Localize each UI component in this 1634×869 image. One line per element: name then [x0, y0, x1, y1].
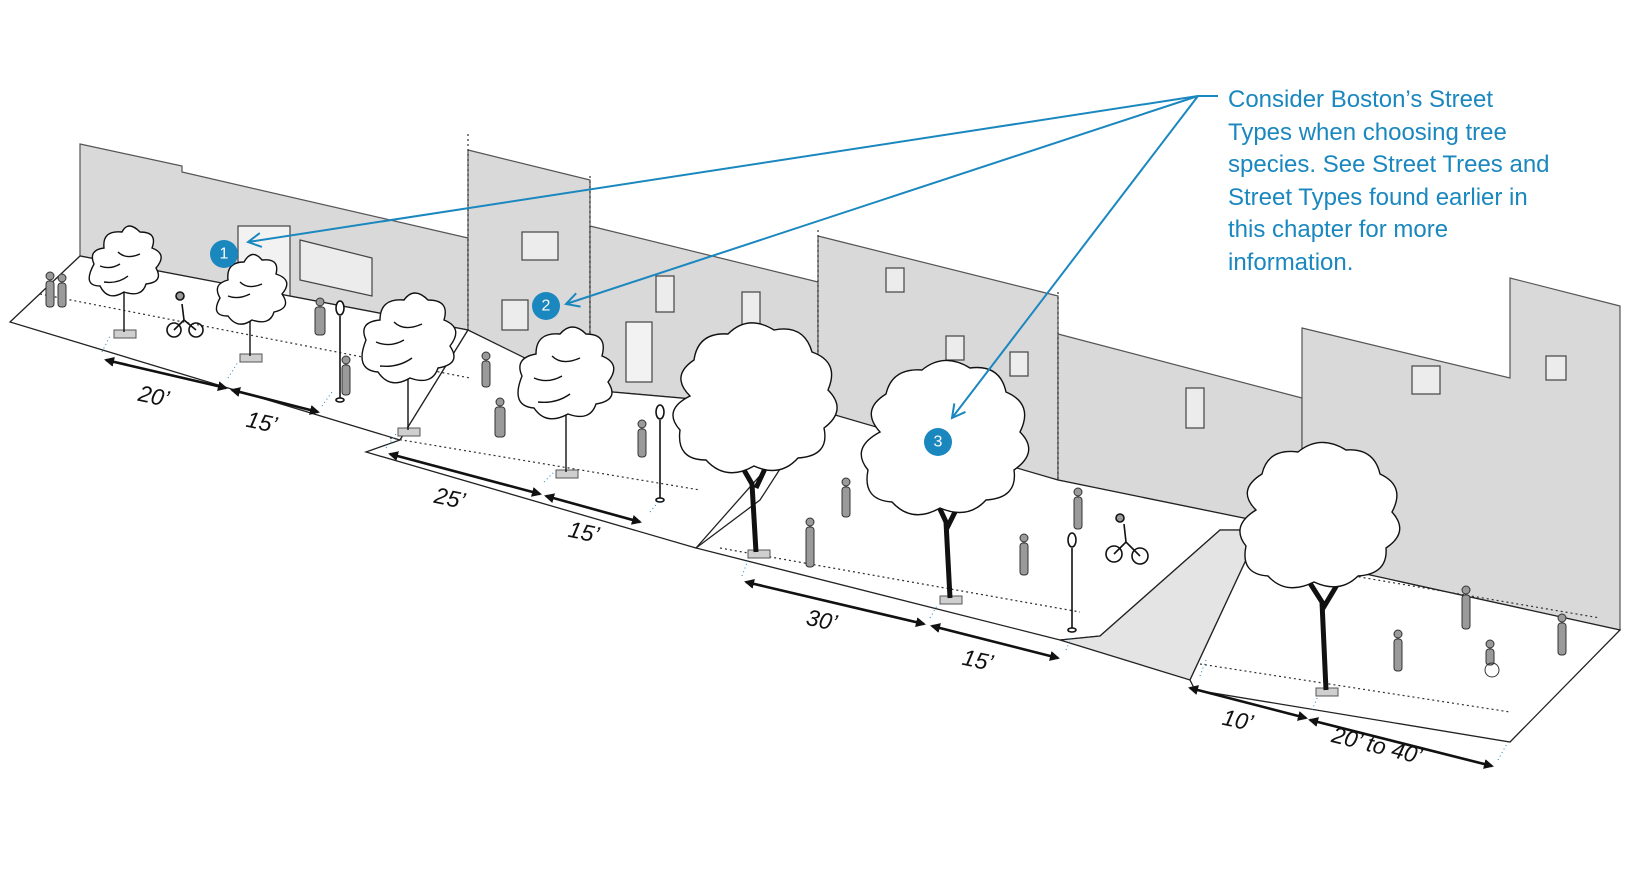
person	[1461, 585, 1471, 630]
lamp	[655, 404, 665, 503]
marker-1: 1	[210, 240, 238, 268]
person	[1393, 629, 1403, 672]
tree	[517, 326, 615, 472]
marker-3: 3	[924, 428, 952, 456]
window	[1009, 351, 1029, 377]
window	[655, 275, 675, 313]
dimension-label: 20’ to 40’	[1328, 721, 1425, 769]
window	[1411, 365, 1441, 395]
shop-window	[299, 239, 373, 297]
door	[625, 321, 653, 383]
dimension-label: 10’	[1220, 704, 1256, 736]
tree	[361, 292, 457, 430]
marker-2: 2	[532, 292, 560, 320]
marker-number: 2	[542, 298, 551, 315]
dimension-label: 15’	[566, 516, 602, 548]
dimension-arrows	[104, 356, 1494, 769]
tree-pits	[113, 329, 1339, 697]
dimension-label: 25’	[431, 482, 468, 514]
window	[501, 299, 529, 331]
person	[57, 273, 67, 308]
dim-arrow-15b	[544, 493, 642, 525]
dimension-label: 15’	[244, 406, 280, 438]
person	[341, 355, 351, 396]
lamp	[1067, 532, 1077, 633]
window	[521, 231, 559, 261]
tree	[88, 225, 162, 332]
lamp	[335, 300, 345, 403]
leader-3	[952, 95, 1199, 418]
dimension-label: 20’	[135, 380, 172, 412]
dim-arrow-20	[104, 356, 228, 392]
person	[45, 271, 55, 308]
cyclist	[166, 291, 204, 338]
person	[637, 419, 647, 458]
person	[494, 397, 506, 438]
dim-arrow-30	[744, 578, 926, 628]
tree	[1239, 441, 1401, 691]
leader-2	[566, 95, 1199, 304]
person	[1557, 613, 1567, 656]
street-lamps	[335, 300, 1077, 633]
callout-note: Consider Boston’s Street Types when choo…	[1228, 86, 1550, 276]
dim-arrow-20-40	[1308, 717, 1494, 769]
dim-arrow-15c	[930, 623, 1060, 661]
person	[481, 351, 491, 388]
marker-number: 3	[934, 434, 943, 451]
callout-leaders	[248, 95, 1218, 418]
dim-arrow-10	[1188, 685, 1308, 721]
tree	[215, 253, 288, 356]
window	[945, 335, 965, 361]
person	[1019, 533, 1029, 576]
leader-1	[248, 95, 1199, 242]
tree	[672, 322, 838, 553]
pedestrians	[45, 271, 1567, 678]
dimension-label: 15’	[960, 644, 996, 676]
person	[314, 297, 326, 336]
window	[1545, 355, 1567, 381]
person	[805, 517, 815, 568]
dimension-label: 30’	[804, 604, 840, 636]
cyclist	[1105, 513, 1149, 565]
marker-number: 1	[220, 246, 229, 263]
window	[1185, 387, 1205, 429]
wheelchair-user	[1484, 639, 1500, 678]
dim-arrow-15a	[230, 387, 320, 415]
dimension-extension-lines	[101, 335, 1509, 761]
bicycles	[166, 291, 1149, 565]
dim-arrow-25	[388, 451, 542, 497]
person	[841, 477, 851, 518]
small-trees	[88, 225, 615, 472]
person	[1073, 487, 1083, 530]
window	[885, 267, 905, 293]
